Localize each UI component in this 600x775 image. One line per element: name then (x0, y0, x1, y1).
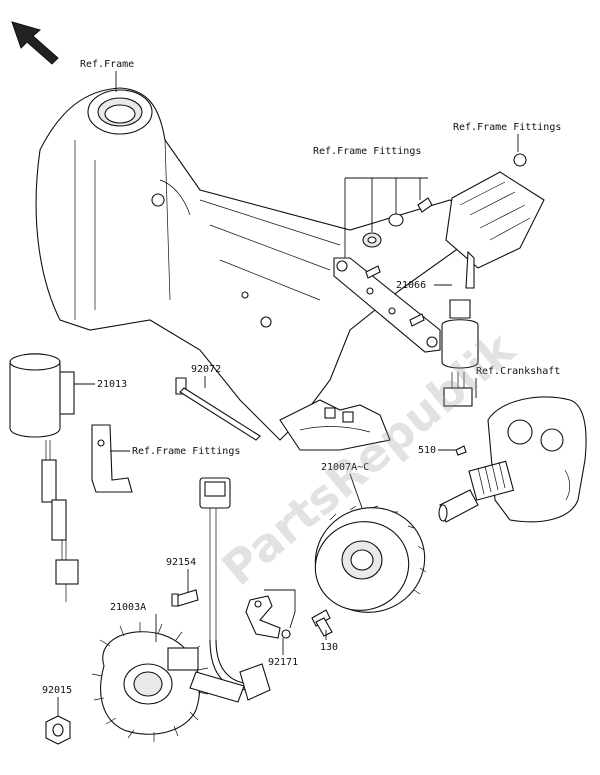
label-ref-frame: Ref.Frame (80, 59, 134, 70)
label-92015: 92015 (42, 685, 72, 696)
nut-92015 (45, 715, 71, 745)
label-ref-frame-fittings-top-right: Ref.Frame Fittings (453, 122, 561, 133)
wire-clamp (245, 595, 291, 639)
label-92154: 92154 (166, 557, 196, 568)
arrow-up-left-icon (11, 21, 59, 65)
label-ref-frame-fittings-center: Ref.Frame Fittings (313, 146, 421, 157)
bolt-130 (311, 609, 333, 637)
label-21007: 21007A~C (321, 462, 369, 473)
label-ref-crankshaft: Ref.Crankshaft (476, 366, 560, 377)
label-510: 510 (418, 445, 436, 456)
label-21066: 21066 (396, 280, 426, 291)
flywheel-rotor (314, 505, 427, 613)
coil-bracket (91, 424, 133, 493)
label-21003: 21003A (110, 602, 146, 613)
ignition-coil (9, 353, 79, 602)
label-92072: 92072 (191, 364, 221, 375)
cable-tie (175, 377, 261, 441)
label-92171: 92171 (268, 657, 298, 668)
mounting-plate (333, 197, 441, 353)
stator (91, 622, 245, 742)
label-ref-frame-fittings-bracket: Ref.Frame Fittings (132, 446, 240, 457)
regulator-rectifier (441, 153, 545, 407)
frame-drawing (35, 87, 471, 451)
label-130: 130 (320, 642, 338, 653)
crankshaft (438, 396, 587, 523)
bolt-92154 (171, 589, 199, 607)
stator-harness (199, 477, 271, 701)
label-21013: 21013 (97, 379, 127, 390)
